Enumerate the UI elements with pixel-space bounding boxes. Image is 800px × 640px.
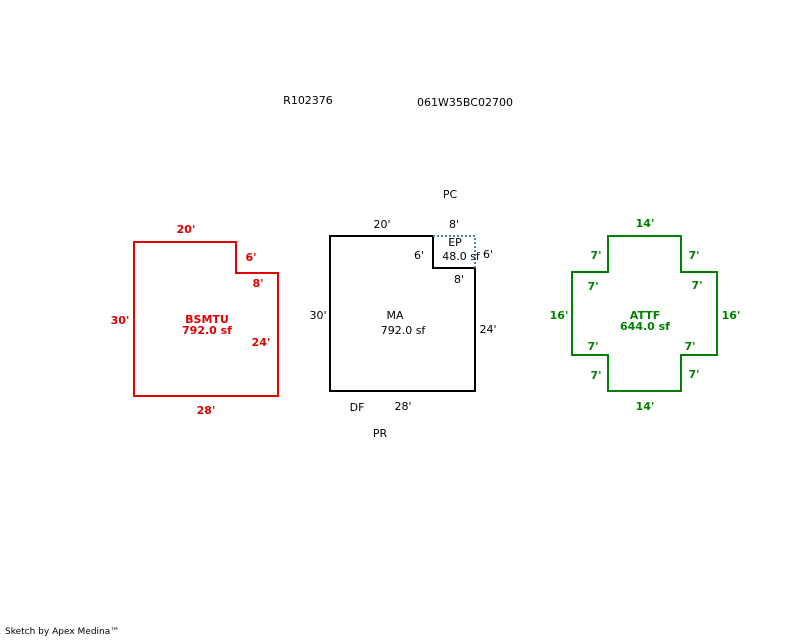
ma-label-pc: PC (443, 188, 458, 201)
bsmtu-dim-right: 24' (252, 336, 271, 349)
ma-label-pr: PR (373, 427, 388, 440)
bsmtu-dim-top: 20' (177, 223, 196, 236)
ep-dim-top: 8' (449, 218, 459, 231)
attf-name: ATTF (630, 309, 660, 322)
map-number: 061W35BC02700 (417, 96, 513, 109)
attf-dim-seg: 7' (688, 249, 699, 262)
bsmtu-area: 792.0 sf (182, 324, 232, 337)
parcel-id: R102376 (283, 94, 333, 107)
ep-area: 48.0 sf (442, 250, 481, 263)
ma-name: MA (386, 309, 403, 322)
ma-outline (329, 235, 476, 392)
ma-dim-left: 30' (309, 309, 326, 322)
attf-dim-seg: 7' (688, 368, 699, 381)
attf-dim-right: 16' (722, 309, 741, 322)
attf-area: 644.0 sf (620, 320, 670, 333)
attf-dim-seg: 7' (590, 249, 601, 262)
bsmtu-dim-bottom: 28' (197, 404, 216, 417)
ma-area: 792.0 sf (381, 324, 427, 337)
ep-dim-bottom: 8' (454, 273, 464, 286)
ma-dim-top: 20' (373, 218, 390, 231)
attf-dim-seg: 7' (590, 369, 601, 382)
attf-dim-bottom: 14' (636, 400, 655, 413)
ma-label-df: DF (350, 401, 365, 414)
ep-name: EP (448, 236, 462, 249)
ep-dim-left: 6' (414, 249, 424, 262)
attf-dim-seg: 7' (587, 280, 598, 293)
ma-dim-right: 24' (479, 323, 496, 336)
ep-outline (433, 235, 476, 268)
bsmtu-dim-notch-h: 8' (252, 277, 263, 290)
bsmtu-outline (133, 241, 279, 397)
ep-dim-right: 6' (483, 248, 493, 261)
bsmtu-dim-notch-v: 6' (245, 251, 256, 264)
bsmtu-dim-left: 30' (111, 314, 130, 327)
attf-dim-seg: 7' (684, 340, 695, 353)
attf-dim-seg: 7' (587, 340, 598, 353)
ma-dim-bottom: 28' (394, 400, 411, 413)
attf-dim-left: 16' (550, 309, 569, 322)
attf-dim-seg: 7' (691, 279, 702, 292)
bsmtu-name: BSMTU (185, 313, 229, 326)
footer-credit: Sketch by Apex Medina™ (5, 627, 120, 637)
attf-outline (571, 235, 718, 392)
attf-dim-top: 14' (636, 217, 655, 230)
